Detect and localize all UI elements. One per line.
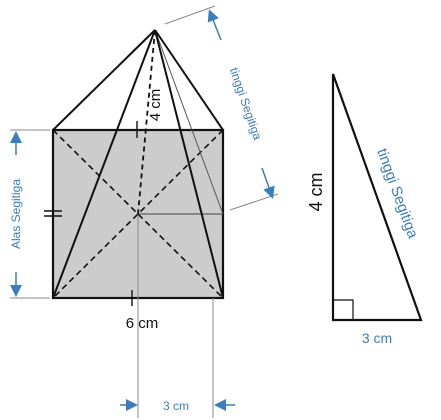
slant-arrow-top xyxy=(207,9,222,41)
pyramid-figure xyxy=(44,29,225,306)
slant-arrow-bottom xyxy=(261,167,275,199)
right-angle-marker xyxy=(333,299,354,320)
half-base-label: 3 cm xyxy=(163,399,189,413)
right-triangle-height-label: 4 cm xyxy=(306,172,326,211)
pyramid-height-line xyxy=(137,29,156,215)
slant-extension-bottom xyxy=(229,193,279,211)
edge-apex-bottom-left xyxy=(52,29,156,299)
base-side-label: 6 cm xyxy=(126,315,159,332)
slant-height-label: tinggi Segitiga xyxy=(227,66,265,142)
edge-apex-top-right xyxy=(154,29,224,131)
pyramid-height-label: 4 cm xyxy=(147,89,164,122)
slant-height-line xyxy=(154,29,224,215)
alas-segitiga-dimension xyxy=(10,129,50,299)
alas-segitiga-label: Alas Segitiga xyxy=(9,179,23,249)
right-triangle xyxy=(331,73,423,322)
slant-height-dimension xyxy=(164,5,279,211)
edge-apex-top-left xyxy=(52,29,156,131)
right-triangle-base-label: 3 cm xyxy=(362,330,392,346)
edge-apex-bottom-right xyxy=(154,29,224,299)
right-triangle-shape xyxy=(331,73,423,322)
half-base-dimension xyxy=(120,216,235,418)
slant-extension-top xyxy=(164,5,216,25)
